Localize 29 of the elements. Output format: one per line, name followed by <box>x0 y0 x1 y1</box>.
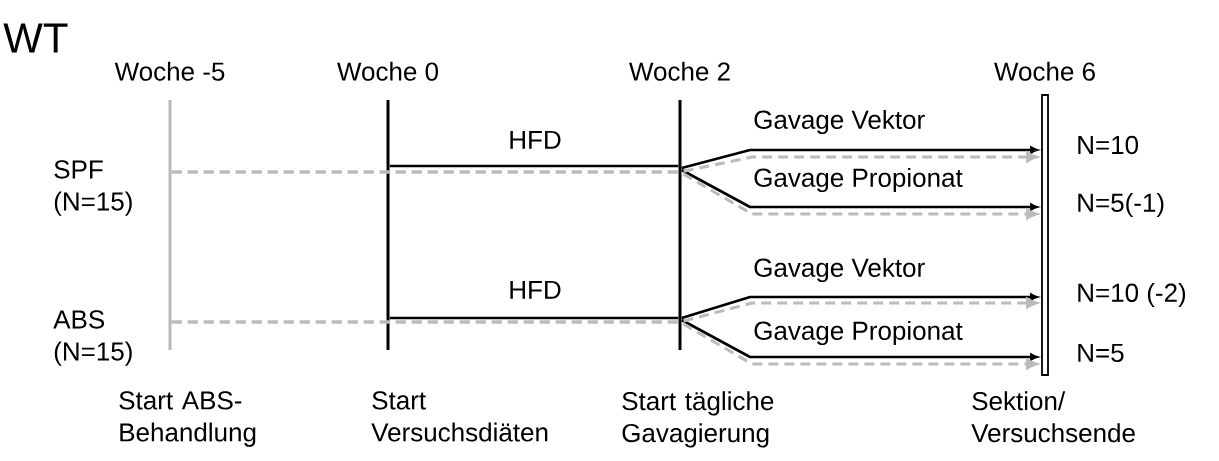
group-label: SPF (N=15) <box>54 160 132 216</box>
milestone-label: Start tägliche Gavagierung <box>622 391 774 448</box>
edge-label: Gavage Propionat <box>754 320 963 346</box>
count-label: N=5 <box>1078 343 1124 363</box>
edge-label: Gavage Vektor <box>754 109 925 135</box>
edge-label: HFD <box>510 280 561 299</box>
arrow <box>681 146 1039 170</box>
count-label: N=10 (-2) <box>1078 282 1186 308</box>
title: WT <box>3 23 68 53</box>
edge-label: HFD <box>510 130 561 149</box>
week-label: Woche 0 <box>337 61 438 81</box>
count-label: N=5(-1) <box>1078 192 1164 218</box>
week-label: Woche -5 <box>114 61 225 81</box>
milestone-label: Start Versuchsdiäten <box>371 391 548 442</box>
milestone-label: Start ABS-Behandlung <box>119 391 256 447</box>
arrow <box>681 168 1039 211</box>
arrow <box>681 293 1039 320</box>
arrow <box>681 318 1039 361</box>
edge-label: Gavage Vektor <box>754 257 925 283</box>
milestone-label: Sektion/ Versuchsende <box>971 391 1135 443</box>
week-label: Woche 6 <box>994 61 1095 81</box>
group-label: ABS (N=15) <box>53 310 132 366</box>
count-label: N=10 <box>1078 135 1139 155</box>
dashed-arrow <box>171 320 1038 370</box>
timeline-line <box>389 164 679 168</box>
edge-label: Gavage Propionat <box>754 167 963 193</box>
week-label: Woche 2 <box>629 61 730 81</box>
dashed-arrow <box>171 170 1038 220</box>
timeline-line <box>389 316 679 320</box>
